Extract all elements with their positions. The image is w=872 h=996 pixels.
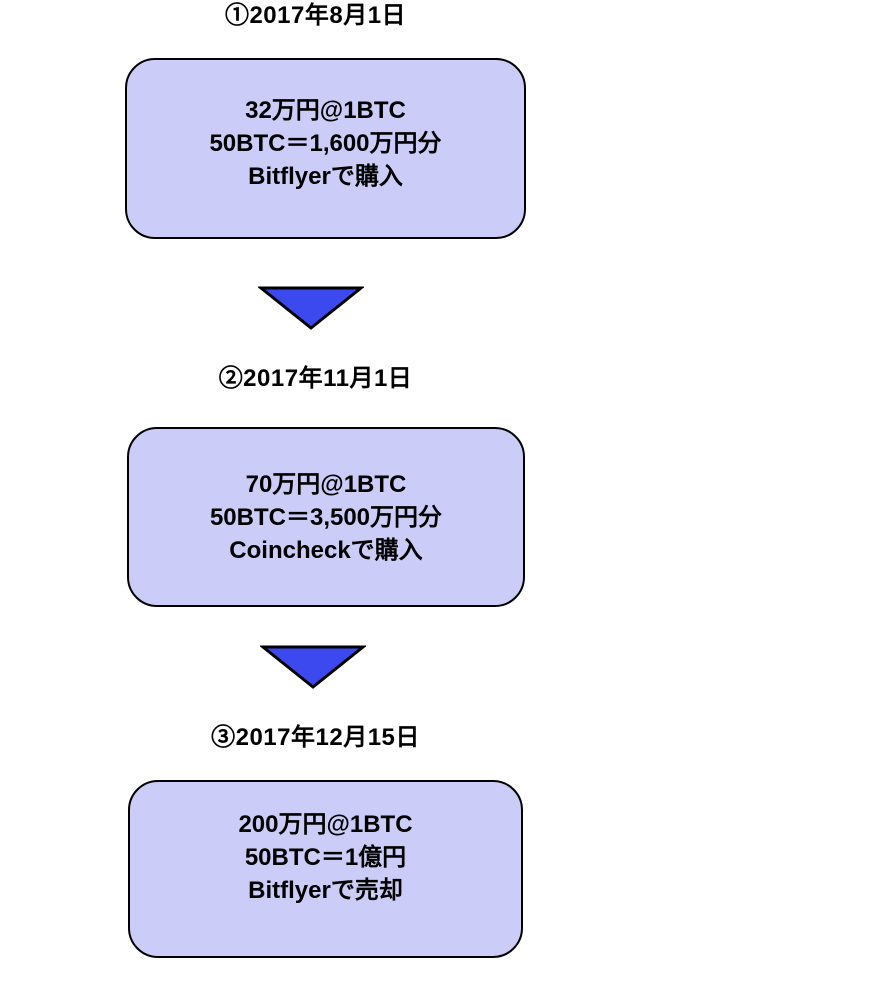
- step-2-line-action: Coincheckで購入: [229, 536, 423, 564]
- step-2-title: ②2017年11月1日: [218, 365, 413, 392]
- step-2-box-text: 70万円@1BTC 50BTC＝3,500万円分 Coincheckで購入: [210, 468, 442, 567]
- step-3-box-text: 200万円@1BTC 50BTC＝1億円 Bitflyerで売却: [238, 808, 412, 907]
- step-1-line-price: 32万円@1BTC: [245, 97, 406, 124]
- step-3-line-amount: 50BTC＝1億円: [244, 843, 407, 871]
- step-1-box: 32万円@1BTC 50BTC＝1,600万円分 Bitflyerで購入: [125, 58, 526, 239]
- step-1-line-action: Bitflyerで購入: [248, 163, 403, 190]
- step-3-box: 200万円@1BTC 50BTC＝1億円 Bitflyerで売却: [128, 780, 523, 958]
- step-1-title: ①2017年8月1日: [224, 2, 407, 29]
- step-1-box-text: 32万円@1BTC 50BTC＝1,600万円分 Bitflyerで購入: [209, 94, 441, 193]
- step-3-line-price: 200万円@1BTC: [238, 810, 413, 838]
- step-2-box: 70万円@1BTC 50BTC＝3,500万円分 Coincheckで購入: [127, 427, 525, 607]
- down-arrow-icon: [258, 286, 364, 330]
- step-1-line-amount: 50BTC＝1,600万円分: [209, 130, 442, 157]
- step-3-title: ③2017年12月15日: [211, 724, 420, 751]
- down-arrow-icon: [260, 645, 366, 689]
- step-2-line-price: 70万円@1BTC: [245, 470, 407, 498]
- step-2-line-amount: 50BTC＝3,500万円分: [209, 503, 443, 531]
- step-3-line-action: Bitflyerで売却: [248, 876, 403, 904]
